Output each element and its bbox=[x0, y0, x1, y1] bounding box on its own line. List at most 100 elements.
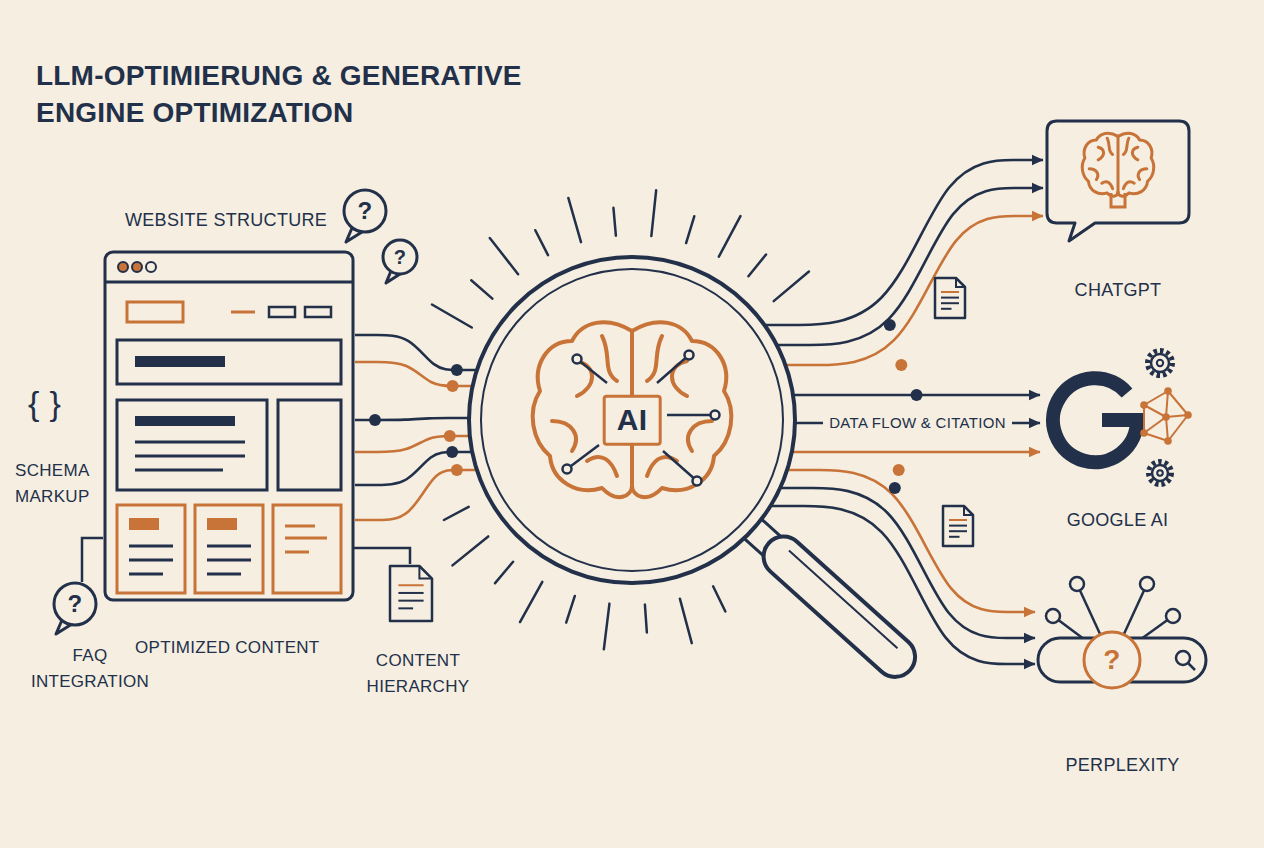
document-icon bbox=[943, 506, 973, 546]
node-label: GOOGLE AI bbox=[1067, 510, 1169, 531]
line-art bbox=[398, 600, 423, 602]
line-art bbox=[949, 536, 960, 538]
line-art bbox=[563, 465, 572, 474]
line-art bbox=[711, 411, 720, 420]
node-label: WEBSITE STRUCTURE bbox=[125, 210, 327, 231]
line-art bbox=[1164, 387, 1172, 395]
line-art bbox=[1082, 133, 1153, 196]
line-art bbox=[1162, 413, 1170, 421]
line-art bbox=[118, 262, 128, 272]
line-art bbox=[1157, 360, 1163, 366]
line-art bbox=[1047, 121, 1189, 241]
line-art bbox=[1184, 411, 1192, 419]
symbol-label: ? bbox=[68, 592, 83, 616]
line-art bbox=[789, 551, 897, 649]
line-art bbox=[117, 400, 267, 490]
line-art bbox=[117, 505, 185, 593]
line-art bbox=[419, 566, 432, 579]
line-art bbox=[105, 252, 353, 600]
line-art bbox=[941, 297, 959, 299]
line-art bbox=[1089, 169, 1098, 180]
data-flow-line bbox=[355, 470, 477, 520]
line-art bbox=[688, 421, 712, 451]
line-art bbox=[207, 573, 241, 576]
ray bbox=[444, 507, 469, 520]
line-art bbox=[1144, 391, 1168, 405]
node-label: PERPLEXITY bbox=[1065, 755, 1179, 776]
line-art bbox=[1149, 462, 1172, 485]
connector-dot bbox=[895, 359, 907, 371]
line-art bbox=[1118, 133, 1154, 196]
line-art bbox=[949, 530, 967, 532]
line-art bbox=[1123, 138, 1128, 154]
ray bbox=[495, 562, 513, 583]
line-art bbox=[552, 421, 576, 451]
line-art bbox=[1144, 417, 1166, 433]
ray bbox=[713, 586, 725, 611]
data-flow-line bbox=[770, 506, 1035, 664]
chatgpt-bubble-art bbox=[1043, 117, 1193, 242]
ray bbox=[568, 198, 581, 242]
connector-dot bbox=[893, 464, 905, 476]
line-art bbox=[231, 311, 255, 314]
connector-dot bbox=[451, 364, 463, 376]
line-art bbox=[1176, 651, 1190, 665]
lens-rays bbox=[432, 190, 809, 649]
magnifier-handle bbox=[736, 511, 923, 685]
line-art bbox=[129, 559, 173, 562]
line-art bbox=[278, 400, 341, 490]
symbol-label: { } bbox=[28, 384, 61, 423]
line-art bbox=[663, 451, 697, 481]
question-bubble bbox=[54, 190, 417, 634]
line-art bbox=[398, 584, 423, 586]
line-art bbox=[964, 506, 973, 515]
document-icon bbox=[935, 278, 965, 318]
line-art bbox=[146, 262, 156, 272]
part-label: SCHEMA MARKUP bbox=[15, 458, 101, 511]
line-art bbox=[573, 355, 582, 364]
magnifier-lens: AI bbox=[467, 255, 797, 585]
line-art bbox=[943, 506, 973, 546]
line-art bbox=[135, 356, 225, 367]
line-art bbox=[657, 355, 689, 383]
ray bbox=[748, 254, 766, 276]
line-art bbox=[273, 505, 341, 593]
document-icon bbox=[390, 566, 432, 621]
line-art bbox=[587, 457, 617, 476]
website-frame: WEBSITE STRUCTURE bbox=[103, 250, 355, 602]
line-art bbox=[207, 518, 237, 530]
ray bbox=[719, 216, 741, 257]
line-art bbox=[567, 445, 599, 469]
line-art bbox=[693, 477, 702, 486]
website-frame-art bbox=[103, 250, 355, 602]
chatgpt-bubble: CHATGPT bbox=[1043, 117, 1193, 242]
line-art bbox=[398, 592, 423, 594]
line-art bbox=[1118, 133, 1154, 196]
line-art bbox=[563, 351, 720, 486]
ray bbox=[452, 536, 488, 565]
line-art bbox=[481, 269, 783, 571]
line-art bbox=[1168, 415, 1188, 441]
line-art bbox=[1151, 354, 1169, 372]
line-art bbox=[129, 518, 159, 530]
ray bbox=[432, 305, 472, 328]
line-art bbox=[1148, 351, 1173, 376]
line-art bbox=[1188, 663, 1195, 670]
line-art bbox=[1140, 577, 1154, 591]
ray bbox=[471, 280, 492, 298]
line-art bbox=[285, 551, 309, 554]
line-art bbox=[1123, 182, 1134, 189]
line-art bbox=[1164, 437, 1172, 445]
line-art bbox=[82, 538, 103, 582]
line-art bbox=[1046, 609, 1060, 623]
ray bbox=[604, 604, 610, 650]
line-art bbox=[1157, 470, 1163, 476]
line-art bbox=[1152, 465, 1168, 481]
ray bbox=[680, 599, 692, 643]
line-art bbox=[195, 505, 263, 593]
symbol-label: ? bbox=[394, 247, 407, 267]
line-art bbox=[285, 537, 327, 540]
line-art bbox=[1140, 401, 1148, 409]
